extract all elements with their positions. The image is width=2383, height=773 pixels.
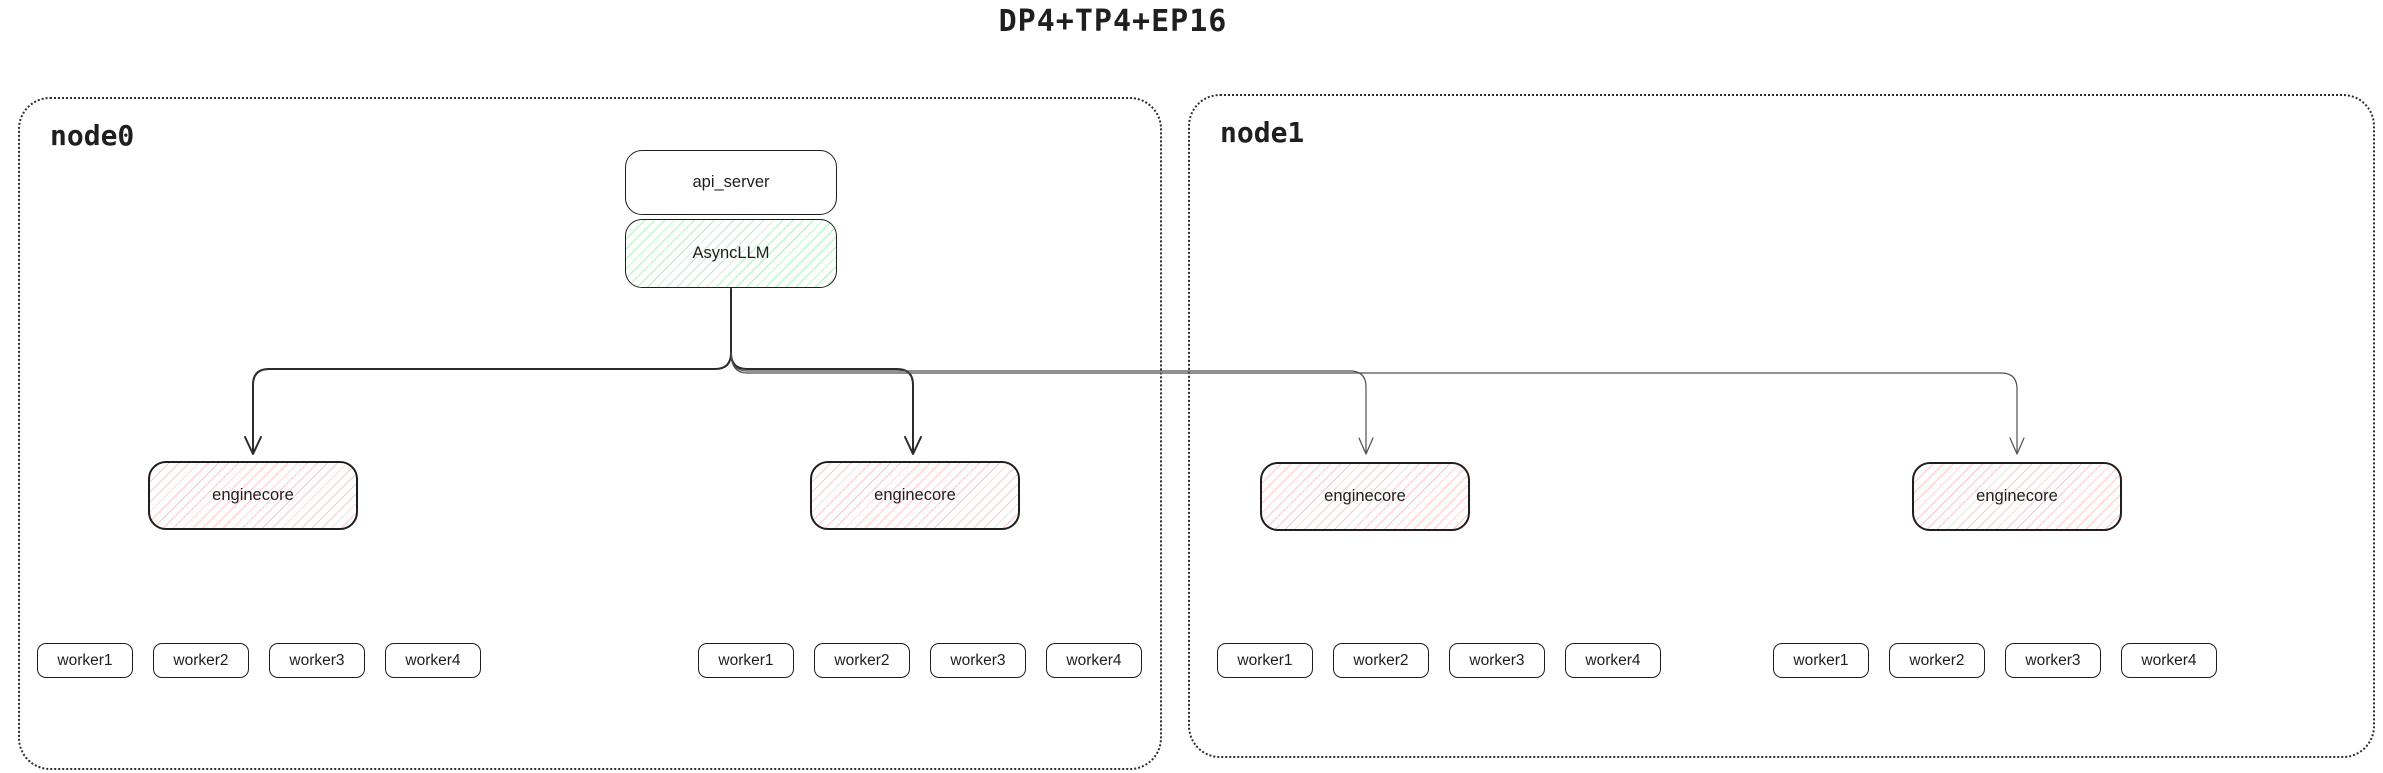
worker-label: worker3 bbox=[950, 651, 1006, 669]
worker-box: worker4 bbox=[385, 643, 481, 678]
worker-label: worker1 bbox=[1793, 651, 1849, 669]
worker-label: worker4 bbox=[2141, 651, 2197, 669]
enginecore-label: enginecore bbox=[1324, 487, 1406, 505]
worker-label: worker4 bbox=[405, 651, 461, 669]
worker-label: worker1 bbox=[1237, 651, 1293, 669]
worker-group-1: worker1 worker2 worker3 worker4 bbox=[37, 643, 481, 678]
enginecore-box-4: enginecore bbox=[1912, 462, 2122, 531]
worker-label: worker2 bbox=[834, 651, 890, 669]
node1-label: node1 bbox=[1220, 116, 1305, 149]
asyncllm-label: AsyncLLM bbox=[692, 244, 770, 262]
worker-box: worker3 bbox=[930, 643, 1026, 678]
enginecore-label: enginecore bbox=[1976, 487, 2058, 505]
worker-box: worker1 bbox=[1217, 643, 1313, 678]
worker-box: worker3 bbox=[269, 643, 365, 678]
worker-box: worker2 bbox=[1889, 643, 1985, 678]
worker-box: worker2 bbox=[814, 643, 910, 678]
enginecore-box-1: enginecore bbox=[148, 461, 358, 530]
worker-label: worker3 bbox=[2025, 651, 2081, 669]
worker-box: worker3 bbox=[1449, 643, 1545, 678]
worker-box: worker2 bbox=[153, 643, 249, 678]
worker-label: worker2 bbox=[1909, 651, 1965, 669]
api-server-label: api_server bbox=[692, 173, 770, 191]
worker-group-3: worker1 worker2 worker3 worker4 bbox=[1217, 643, 1661, 678]
worker-label: worker3 bbox=[289, 651, 345, 669]
worker-box: worker1 bbox=[37, 643, 133, 678]
worker-label: worker3 bbox=[1469, 651, 1525, 669]
worker-box: worker3 bbox=[2005, 643, 2101, 678]
worker-box: worker2 bbox=[1333, 643, 1429, 678]
worker-box: worker1 bbox=[1773, 643, 1869, 678]
worker-label: worker4 bbox=[1585, 651, 1641, 669]
worker-box: worker1 bbox=[698, 643, 794, 678]
enginecore-box-3: enginecore bbox=[1260, 462, 1470, 531]
worker-group-4: worker1 worker2 worker3 worker4 bbox=[1773, 643, 2217, 678]
worker-box: worker4 bbox=[1565, 643, 1661, 678]
enginecore-box-2: enginecore bbox=[810, 461, 1020, 530]
worker-label: worker1 bbox=[718, 651, 774, 669]
worker-label: worker4 bbox=[1066, 651, 1122, 669]
worker-label: worker1 bbox=[57, 651, 113, 669]
enginecore-label: enginecore bbox=[212, 486, 294, 504]
worker-group-2: worker1 worker2 worker3 worker4 bbox=[698, 643, 1142, 678]
enginecore-label: enginecore bbox=[874, 486, 956, 504]
worker-box: worker4 bbox=[2121, 643, 2217, 678]
asyncllm-box: AsyncLLM bbox=[625, 219, 837, 288]
worker-box: worker4 bbox=[1046, 643, 1142, 678]
worker-label: worker2 bbox=[173, 651, 229, 669]
api-server-box: api_server bbox=[625, 150, 837, 215]
diagram-title: DP4+TP4+EP16 bbox=[998, 4, 1228, 39]
worker-label: worker2 bbox=[1353, 651, 1409, 669]
node0-label: node0 bbox=[50, 119, 135, 152]
